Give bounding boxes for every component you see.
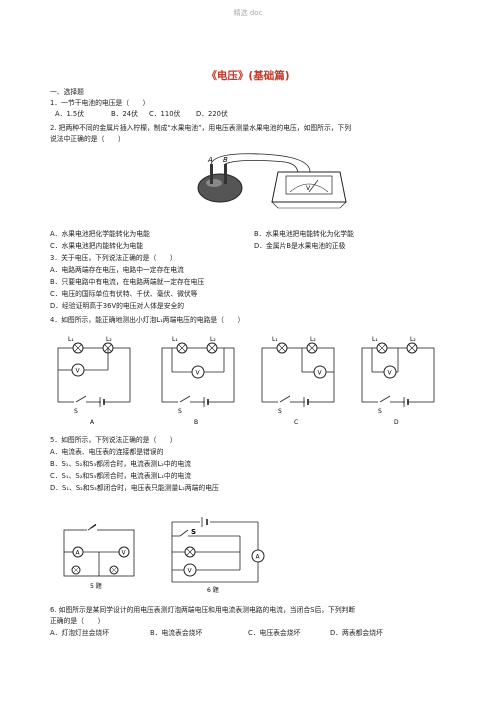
figure-5-circuit: A V 5 题: [63, 524, 135, 590]
voltmeter-symbol: V: [318, 370, 323, 377]
switch-label: S: [74, 408, 78, 415]
q5-option-d: D．S₁、S₂和S₃都闭合时，电压表只能测量L₂两端的电压: [50, 484, 219, 492]
circuit-d: L₁ L₂ V S D: [361, 336, 435, 426]
q6-option-d: D．两表都会烧坏: [330, 629, 383, 637]
circuit-b: L₁ L₂ V S B: [161, 336, 235, 426]
ammeter-symbol: A: [76, 550, 81, 557]
circuit-a-label: A: [90, 419, 95, 426]
q5-option-a: A．电流表、电压表的连接都是错误的: [50, 448, 164, 456]
switch-label: S: [178, 408, 182, 415]
q1-option-a: A．1.5伏: [55, 110, 85, 118]
q6-option-b: B．电流表会烧坏: [150, 629, 203, 637]
q2-stem-line2: 说法中正确的是（ ）: [50, 135, 125, 143]
page-title: 《电压》(基础篇): [206, 70, 290, 82]
q6-option-a: A．灯泡灯丝会烧坏: [50, 629, 110, 637]
lamp-l1-label: L₁: [372, 336, 378, 343]
voltmeter-symbol: V: [76, 368, 81, 375]
section-heading: 一、选择题: [50, 88, 84, 96]
q1-option-d: D．220伏: [196, 110, 228, 118]
q5-option-b: B．S₁、S₂和S₃都闭合时，电流表测L₂中的电流: [50, 460, 192, 468]
header-watermark: 精选 doc: [233, 9, 263, 17]
lamp-l2-label: L₂: [210, 336, 216, 343]
q4-stem: 4．如图所示，能正确地测出小灯泡L₁两端电压的电路是（ ）: [50, 316, 245, 324]
q3-stem: 3．关于电压，下列说法正确的是（ ）: [50, 254, 177, 262]
lamp-l1-label: L₁: [68, 336, 74, 343]
figure-5-caption: 5 题: [90, 583, 102, 590]
circuit-b-label: B: [194, 419, 198, 426]
fruit-battery-figure: A B V: [197, 153, 347, 209]
electrode-a-label: A: [207, 156, 213, 164]
q2-option-b: B．水果电池把电能转化为化学能: [254, 230, 354, 238]
q5-option-c: C．S₁、S₂和S₃都闭合时，电流表测L₁中的电流: [50, 472, 192, 480]
circuit-c-label: C: [294, 419, 298, 426]
q6-option-c: C．电压表会烧坏: [248, 629, 301, 637]
voltmeter-label: V: [306, 185, 311, 192]
electrode-b-label: B: [223, 156, 228, 164]
q3-option-b: B．只要电路中有电流，在电路两端就一定存在电压: [50, 278, 205, 286]
figure-6-caption: 6 题: [207, 587, 219, 594]
voltmeter-symbol: V: [122, 550, 127, 557]
q1-option-c: C．110伏: [149, 110, 181, 118]
q3-option-d: D．经验证明高于36V的电压对人体是安全的: [50, 302, 185, 310]
lamp-l1-label: L₁: [172, 336, 178, 343]
q3-option-a: A．电路两端存在电压，电路中一定存在电流: [50, 266, 184, 274]
circuit-a: L₁ L₂ V S A: [57, 336, 131, 426]
switch-label: S: [191, 528, 196, 536]
lamp-l1-label: L₁: [272, 336, 278, 343]
q1-stem: 1．一节干电池的电压是（ ）: [50, 99, 150, 107]
switch-label: S: [278, 408, 282, 415]
q6-stem-line1: 6. 如图所示是某同学设计的用电压表测灯泡两端电压和用电流表测电路的电流，当闭合…: [50, 606, 356, 614]
lamp-l2-label: L₂: [106, 336, 112, 343]
q3-option-c: C．电压的国际单位有伏特、千伏、毫伏、微伏等: [50, 290, 198, 298]
lamp-l2-label: L₂: [310, 336, 316, 343]
q2-stem-line1: 2. 把两种不同的金属片插入柠檬，制成“水果电池”，用电压表测量水果电池的电压，…: [50, 124, 352, 132]
voltmeter-symbol: V: [196, 370, 201, 377]
figure-6-circuit: S V A 6 题: [171, 517, 265, 594]
q2-option-a: A．水果电池把化学能转化为电能: [50, 230, 150, 238]
q1-option-b: B．24伏: [111, 110, 138, 118]
voltmeter-symbol: V: [188, 568, 193, 575]
circuit-d-label: D: [394, 419, 399, 426]
q2-option-d: D．金属片B是水果电池的正极: [254, 242, 346, 250]
q2-option-c: C．水果电池把内能转化为电能: [50, 242, 144, 250]
switch-label: S: [378, 408, 382, 415]
ammeter-symbol: A: [256, 554, 261, 561]
q6-stem-line2: 正确的是（ ）: [50, 617, 105, 625]
lamp-l2-label: L₂: [410, 336, 416, 343]
voltmeter-symbol: V: [388, 370, 393, 377]
q5-stem: 5．如图所示，下列说法正确的是（ ）: [50, 436, 177, 444]
circuit-c: L₁ L₂ V S C: [261, 336, 335, 426]
